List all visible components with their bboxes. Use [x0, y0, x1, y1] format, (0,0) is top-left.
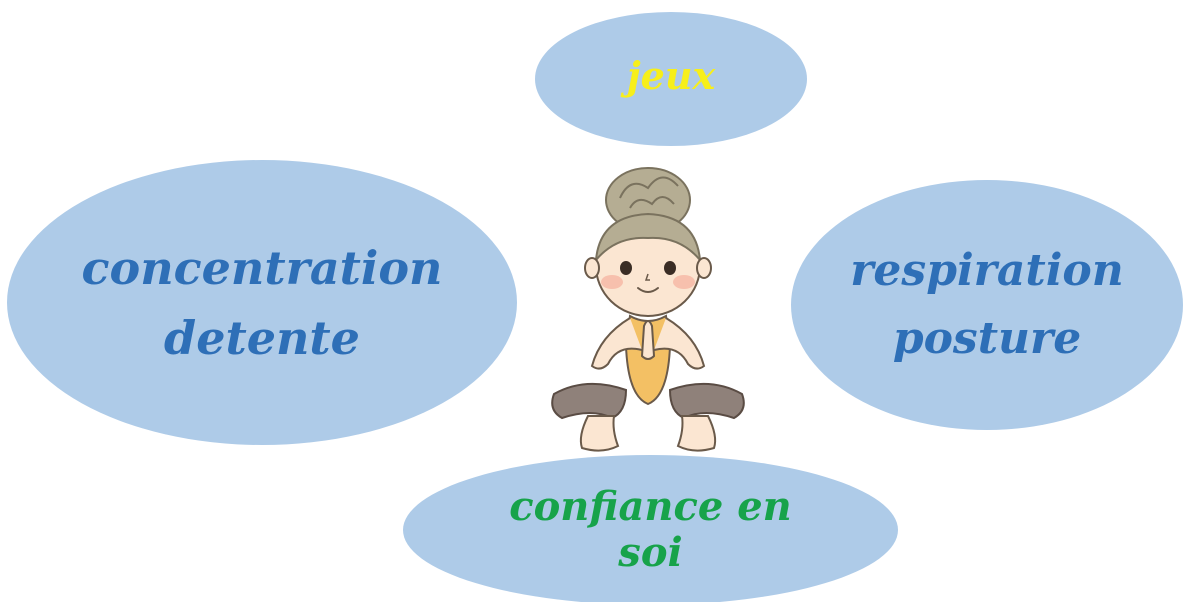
soi-label: soi: [618, 529, 683, 576]
concentration-label: concentration: [81, 240, 443, 295]
respiration-label: respiration: [850, 245, 1124, 296]
detente-label: detente: [164, 310, 360, 365]
yoga-girl-illustration: [551, 167, 745, 452]
jeux-bubble: jeux: [535, 12, 807, 146]
posture-label: posture: [892, 313, 1082, 364]
jeux-label: jeux: [626, 53, 716, 98]
confiance-bubble: confiance en soi: [403, 455, 898, 602]
hair-bun-icon: [605, 167, 691, 233]
body-icon: [551, 314, 745, 452]
concentration-bubble: concentration detente: [7, 160, 517, 445]
respiration-bubble: respiration posture: [791, 180, 1183, 430]
face-icon: [584, 212, 712, 317]
confiance-label: confiance en: [509, 483, 792, 530]
